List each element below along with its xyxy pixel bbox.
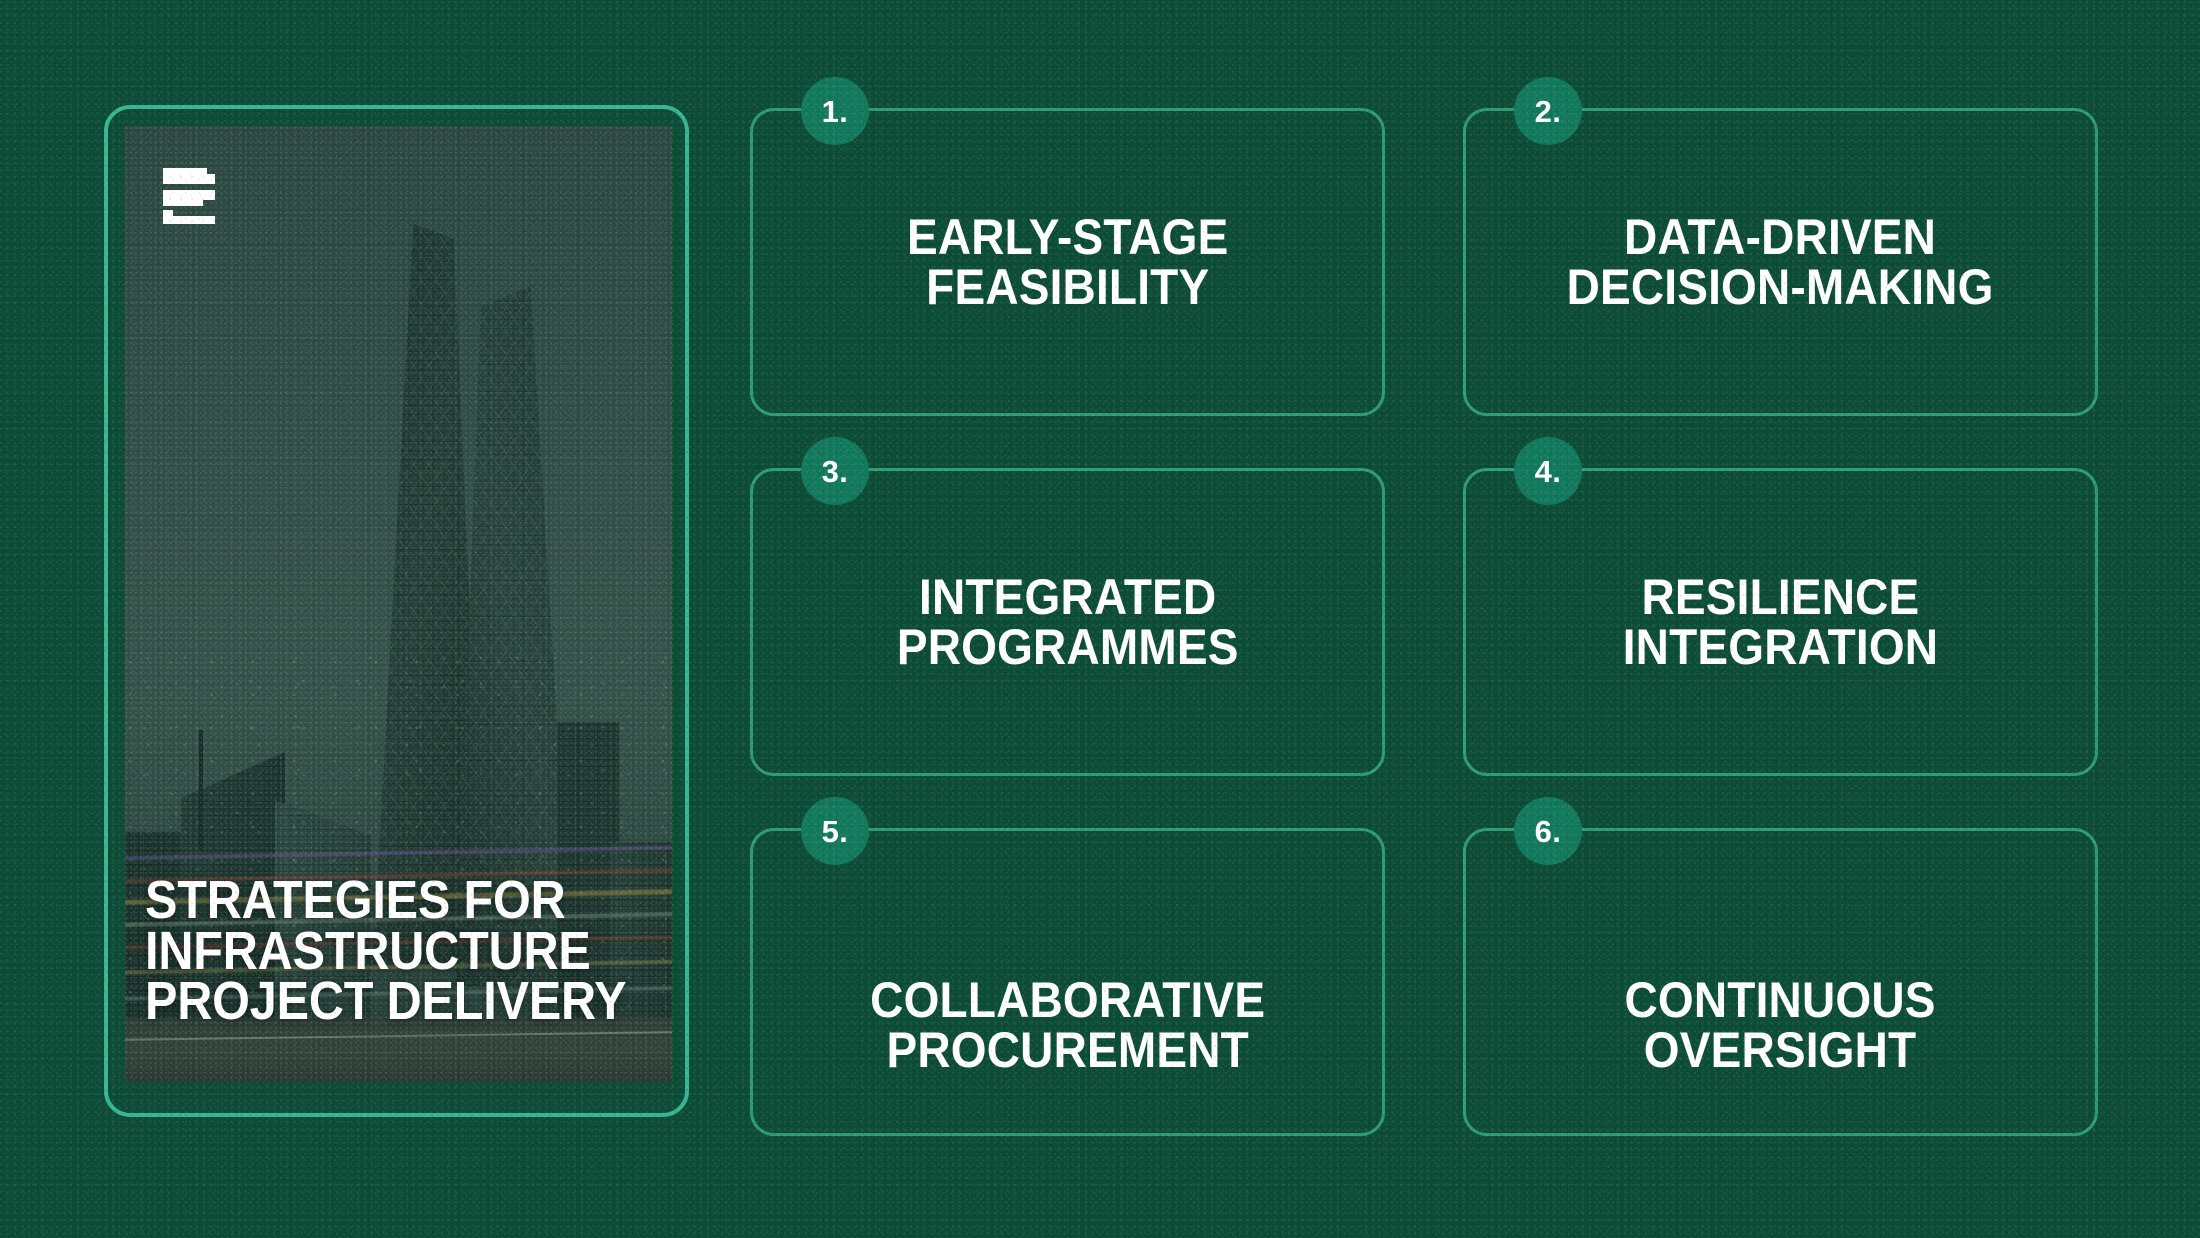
roadway [125,1018,672,1082]
strategy-card-grid: 1. EARLY-STAGE FEASIBILITY 2. DATA-DRIVE… [750,77,2098,1136]
card-label-line: DATA-DRIVEN [1624,209,1937,265]
card-label-line: INTEGRATION [1622,619,1939,675]
card-label-line: CONTINUOUS [1624,972,1937,1028]
card-label-line: PROGRAMMES [896,619,1239,675]
photo-grain-overlay [125,126,672,1082]
green-duotone-overlay [125,126,672,1082]
page-title-line: PROJECT DELIVERY [145,970,627,1031]
step-number-badge: 2. [1514,77,1582,145]
strategy-card-5[interactable]: 5. COLLABORATIVE PROCUREMENT [750,797,1385,1136]
card-label-line: FEASIBILITY [925,259,1210,315]
step-number-badge: 1. [801,77,869,145]
photo-panel: STRATEGIES FOR INFRASTRUCTURE PROJECT DE… [104,105,689,1117]
strategy-card-label: RESILIENCE INTEGRATION [1623,572,1939,672]
card-label-line: INTEGRATED [918,569,1217,625]
strategy-card-2[interactable]: 2. DATA-DRIVEN DECISION-MAKING [1463,77,2098,416]
antenna-spire [199,730,203,850]
strategy-card-3[interactable]: 3. INTEGRATED PROGRAMMES [750,437,1385,776]
skyline-photo [125,126,672,1082]
card-label-line: OVERSIGHT [1644,1022,1917,1078]
logo-mark-icon [163,168,215,224]
card-label-line: EARLY-STAGE [906,209,1229,265]
strategy-card-label: EARLY-STAGE FEASIBILITY [907,212,1229,312]
strategy-card-1[interactable]: 1. EARLY-STAGE FEASIBILITY [750,77,1385,416]
strategy-card-label: COLLABORATIVE PROCUREMENT [870,975,1265,1075]
card-label-line: RESILIENCE [1641,569,1920,625]
strategy-card-label: INTEGRATED PROGRAMMES [897,572,1239,672]
step-number-badge: 3. [801,437,869,505]
page-title-line: INFRASTRUCTURE [145,920,591,981]
page-title: STRATEGIES FOR INFRASTRUCTURE PROJECT DE… [145,870,627,1031]
strategy-card-4[interactable]: 4. RESILIENCE INTEGRATION [1463,437,2098,776]
card-label-line: DECISION-MAKING [1567,259,1994,315]
strategy-card-label: DATA-DRIVEN DECISION-MAKING [1567,212,1994,312]
strategy-card-label: CONTINUOUS OVERSIGHT [1625,975,1936,1075]
card-label-line: PROCUREMENT [886,1022,1249,1078]
card-label-line: COLLABORATIVE [869,972,1266,1028]
strategy-card-6[interactable]: 6. CONTINUOUS OVERSIGHT [1463,797,2098,1136]
step-number-badge: 4. [1514,437,1582,505]
step-number-badge: 5. [801,797,869,865]
page-title-line: STRATEGIES FOR [145,870,566,931]
photo-frame: STRATEGIES FOR INFRASTRUCTURE PROJECT DE… [125,126,672,1082]
step-number-badge: 6. [1514,797,1582,865]
